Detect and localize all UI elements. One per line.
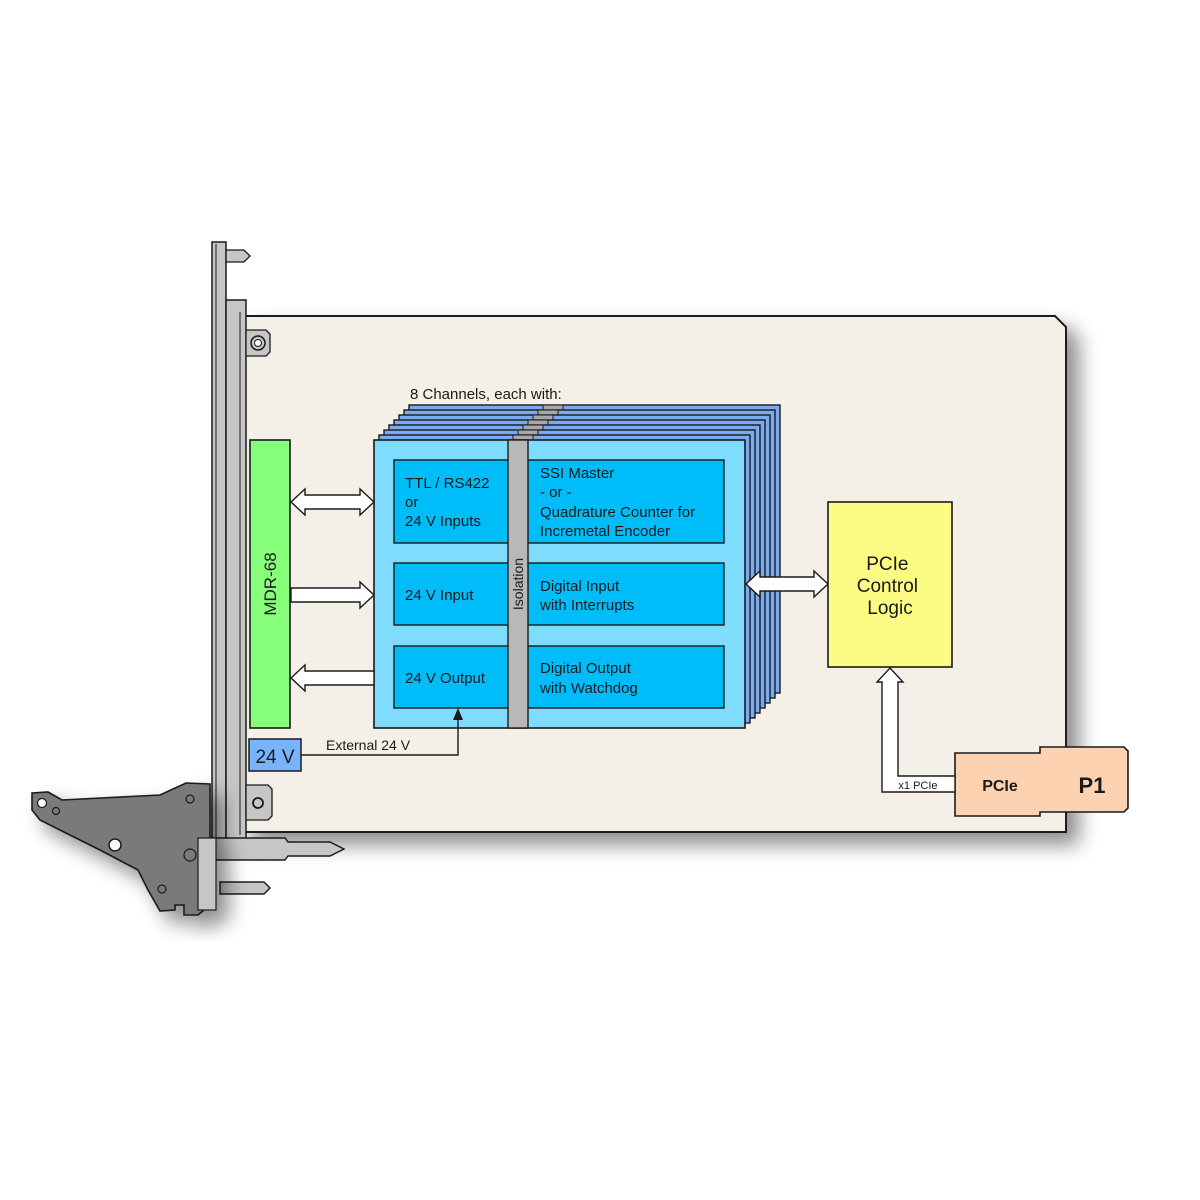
row-2-left-block (393, 562, 511, 626)
pcie-control-logic: PCIe Control Logic (827, 501, 953, 668)
row-3-right-line: with Watchdog (539, 680, 638, 697)
mdr68-connector: MDR-68 (249, 439, 291, 729)
row-1-right-block (525, 459, 725, 544)
row-2-right-line: Digital Input (540, 578, 620, 595)
row-2-left-text: 24 V Input (405, 587, 474, 604)
channels-caption: 8 Channels, each with: (410, 386, 562, 403)
p1-connector: PCIe P1 (954, 746, 1129, 817)
row-1-right-line: SSI Master (540, 465, 614, 482)
handle-hole-icon (36, 797, 48, 809)
row-3-right-line: Digital Output (540, 660, 632, 677)
row-3-left-block (393, 645, 511, 709)
pcie-logic-line: Logic (867, 598, 912, 619)
guide-pin-top (225, 249, 251, 263)
row-1-left-line: TTL / RS422 (405, 475, 489, 492)
up-arrow-icon (875, 666, 956, 793)
guide-pins-bottom (211, 837, 346, 895)
external-power-label: External 24 V (326, 737, 411, 753)
ejector-handle (31, 782, 217, 916)
row-1-left-line: 24 V Inputs (405, 513, 481, 530)
row-3-left-text: 24 V Output (405, 670, 486, 687)
row-2-right-text: Digital Input with Interrupts (539, 578, 634, 614)
row-1-right-line: Incremetal Encoder (540, 523, 670, 540)
row-1-left-block (393, 459, 511, 544)
right-arrow-icon (290, 580, 376, 610)
pcie-logic-line: Control (857, 576, 918, 597)
isolation-barrier (507, 439, 529, 729)
connector-pcie-label: PCIe (982, 778, 1018, 795)
pcie-link-label: x1 PCIe (898, 780, 937, 792)
left-arrow-icon (289, 663, 375, 693)
pcie-logic-line: PCIe (866, 554, 908, 575)
row-3-right-text: Digital Output with Watchdog (539, 660, 638, 697)
bidirectional-arrow-icon (289, 487, 376, 517)
row-1-right-text: SSI Master - or - Quadrature Counter for… (540, 465, 699, 540)
power-label: 24 V (255, 747, 294, 768)
row-1-right-line: Quadrature Counter for (540, 504, 695, 521)
power-line (301, 718, 459, 756)
screw-icon-bottom (252, 797, 264, 809)
channel-card: 8 Channels, each with: Isolation TTL / R… (373, 386, 746, 729)
arrow-up-icon (453, 708, 463, 720)
isolation-label: Isolation (510, 558, 526, 610)
connector-p1-label: P1 (1079, 773, 1106, 798)
row-3-right-block (525, 645, 725, 709)
row-2-right-line: with Interrupts (539, 597, 634, 614)
row-1-right-line: - or - (540, 484, 572, 501)
row-1-left-text: TTL / RS422 or 24 V Inputs (405, 475, 494, 530)
row-1-left-line: or (405, 494, 418, 511)
power-input: 24 V External 24 V (248, 708, 463, 772)
front-panel (211, 241, 273, 851)
pcie-logic-text: PCIe Control Logic (857, 554, 924, 619)
mdr-label: MDR-68 (261, 552, 280, 615)
